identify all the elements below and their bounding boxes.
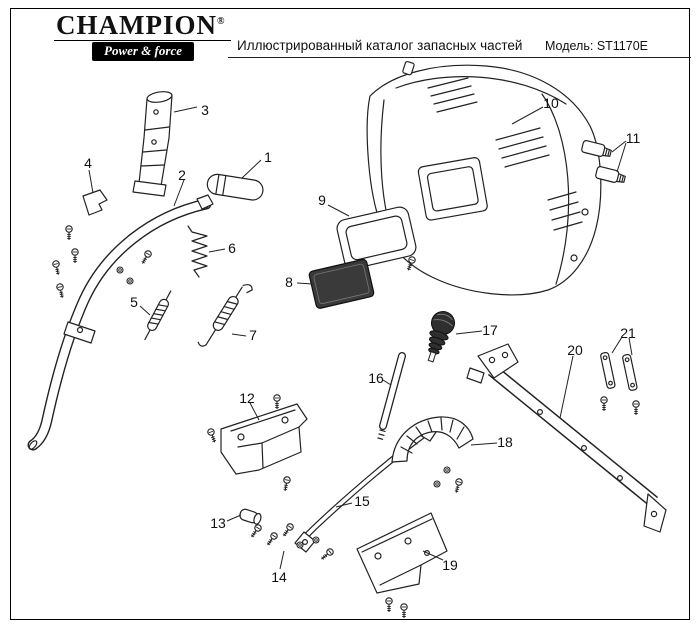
brand-name: CHAMPION® bbox=[54, 10, 232, 41]
part-15-link-rod bbox=[294, 425, 437, 553]
part-19-cover-plate bbox=[356, 512, 448, 619]
callout-3: 3 bbox=[201, 102, 209, 118]
part-12-bracket bbox=[206, 394, 308, 492]
part-11-bushings bbox=[581, 140, 626, 183]
cover-window bbox=[417, 157, 488, 221]
callout-19: 19 bbox=[442, 557, 458, 573]
part-14-fasteners bbox=[248, 521, 336, 563]
callout-10: 10 bbox=[543, 95, 559, 111]
part-9-gasket-frame bbox=[336, 206, 417, 272]
callout-6: 6 bbox=[228, 240, 236, 256]
callout-4: 4 bbox=[84, 155, 92, 171]
brand-tagline: Power & force bbox=[92, 42, 194, 61]
part-3-chute-column bbox=[132, 91, 173, 197]
part-18-curved-guard bbox=[391, 416, 474, 495]
part-7-spring bbox=[197, 284, 253, 347]
part-10-belt-cover bbox=[366, 60, 602, 296]
part-20-frame-bar bbox=[466, 343, 667, 533]
callout-5: 5 bbox=[130, 294, 138, 310]
brand-text: CHAMPION bbox=[56, 10, 217, 40]
catalog-title: Иллюстрированный каталог запасных частей bbox=[237, 38, 523, 53]
vent-lines-icon bbox=[427, 77, 583, 231]
part-16-rod bbox=[377, 352, 406, 440]
part-2-handle-tube bbox=[27, 198, 212, 451]
part-5-spring bbox=[144, 290, 172, 341]
callout-12: 12 bbox=[239, 390, 255, 406]
part-1-grip bbox=[196, 173, 264, 210]
callout-1: 1 bbox=[264, 149, 272, 165]
callout-16: 16 bbox=[368, 370, 384, 386]
callout-numbers: 1 2 3 4 5 6 7 8 9 10 11 12 13 14 15 16 1… bbox=[84, 95, 640, 585]
part-8-filter-pad bbox=[308, 258, 375, 309]
callout-11: 11 bbox=[626, 130, 641, 146]
part-6-spring bbox=[187, 225, 208, 278]
callout-13: 13 bbox=[210, 515, 226, 531]
page-border bbox=[10, 8, 690, 620]
callout-18: 18 bbox=[497, 434, 513, 450]
callout-14: 14 bbox=[271, 569, 287, 585]
part-21-straps bbox=[600, 351, 640, 416]
brand-logo: CHAMPION® Power & force bbox=[54, 10, 232, 61]
part-13-spacer bbox=[239, 508, 262, 525]
callout-leader-lines bbox=[88, 106, 633, 570]
callout-15: 15 bbox=[354, 493, 370, 509]
part-4-bracket bbox=[65, 189, 108, 264]
callout-8: 8 bbox=[285, 274, 293, 290]
callout-7: 7 bbox=[249, 327, 257, 343]
callout-9: 9 bbox=[318, 192, 326, 208]
registered-mark-icon: ® bbox=[216, 16, 226, 27]
header-divider bbox=[228, 57, 691, 58]
part-17-shift-knob bbox=[427, 311, 455, 363]
model-label: Модель: ST1170E bbox=[545, 39, 649, 53]
callout-2: 2 bbox=[178, 167, 186, 183]
callout-20: 20 bbox=[567, 342, 583, 358]
callout-21: 21 bbox=[620, 325, 636, 341]
callout-17: 17 bbox=[482, 322, 498, 338]
